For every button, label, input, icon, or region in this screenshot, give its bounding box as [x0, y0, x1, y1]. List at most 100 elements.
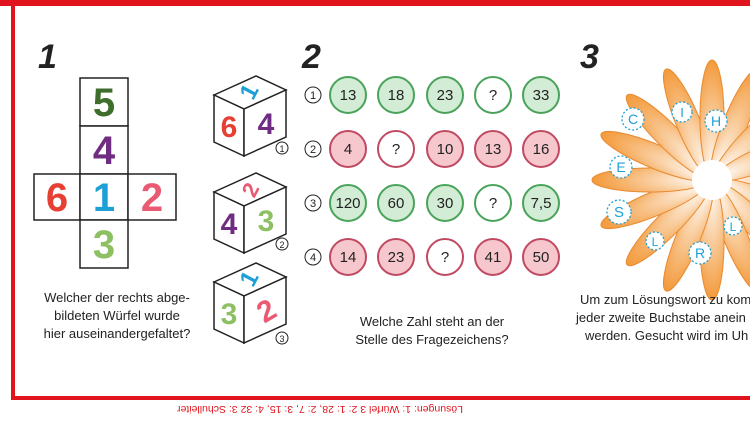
flower-letter: L	[730, 220, 737, 234]
cube-3-right	[243, 275, 287, 345]
sequence-cell-circle	[522, 238, 560, 276]
sequence-cell-value: 18	[388, 87, 405, 104]
sequence-cell-value: 23	[437, 87, 454, 104]
puzzle-2-question-line-2: Stelle des Fragezeichens?	[355, 332, 508, 347]
cube-1-label-circle	[275, 141, 289, 155]
sequence-cell-value: 33	[533, 87, 550, 104]
sequence-cell-value: 14	[340, 249, 357, 266]
sequence-cell-circle	[522, 76, 560, 114]
net-face-right	[127, 173, 177, 221]
net-face-top	[79, 77, 129, 127]
sequence-cell-circle	[474, 130, 512, 168]
sequence-cell-value: 10	[437, 141, 454, 158]
puzzle-1: 1 5 4 6 1 2 3 Welcher der rechts abge- b…	[33, 38, 289, 345]
sequence-cell-value: ?	[441, 249, 449, 266]
sequence-cell-circle	[474, 184, 512, 222]
sequence-cell-circle	[426, 76, 464, 114]
cube-2-left-number: 4	[221, 208, 238, 241]
net-number-top: 5	[93, 81, 115, 125]
flower-letter: S	[614, 204, 624, 221]
sequence-cell-circle	[522, 130, 560, 168]
flower-letter: H	[711, 113, 721, 129]
sequence-cell-circle	[329, 184, 367, 222]
sequence-cell-value: 23	[388, 249, 405, 266]
net-face-upper	[79, 125, 129, 175]
sequence-cell-value: ?	[489, 195, 497, 212]
cube-option-1: 1 6 4 1	[212, 75, 289, 158]
sequence-cell-value: 30	[437, 195, 454, 212]
sequence-row-label: 2	[310, 144, 316, 156]
puzzle-1-question-line-2: bildeten Würfel wurde	[54, 308, 180, 323]
sequence-row-label: 1	[310, 90, 316, 102]
sequence-cell-circle	[377, 184, 415, 222]
letter-bubble	[688, 241, 712, 265]
cube-3-label-circle	[275, 331, 289, 345]
cube-1-right	[243, 88, 287, 158]
sequence-cell-circle	[522, 184, 560, 222]
sequence-cell-value: ?	[489, 87, 497, 104]
cube-2-label: 2	[279, 240, 284, 250]
flower-letter: L	[652, 235, 659, 249]
puzzle-3-question-line-3: werden. Gesucht wird im Uh	[584, 328, 748, 343]
net-face-left	[33, 173, 81, 221]
net-number-bottom: 3	[93, 223, 115, 267]
sequence-cell-circle	[426, 184, 464, 222]
cube-1-left-number: 6	[221, 111, 238, 144]
sequence-cell-circle	[377, 76, 415, 114]
sequence-cell-circle	[329, 238, 367, 276]
cube-3-label: 3	[279, 334, 284, 344]
sequence-row-label: 3	[310, 198, 316, 210]
puzzle-2-number: 2	[301, 38, 321, 76]
cube-1-right-number: 4	[258, 108, 275, 141]
sequence-row-label: 4	[310, 252, 316, 264]
sequence-cell-value: 7,5	[531, 195, 552, 212]
sequence-cell-value: 13	[485, 141, 502, 158]
cube-2-right	[243, 185, 287, 255]
letter-bubble	[723, 216, 743, 236]
letter-bubble	[609, 155, 633, 179]
sequence-cell-circle	[426, 130, 464, 168]
letter-bubble	[704, 109, 728, 133]
letter-bubble	[671, 101, 693, 123]
sequence-cell-value: ?	[392, 141, 400, 158]
letter-bubble	[606, 199, 632, 225]
sequence-cell-circle	[377, 238, 415, 276]
net-number-left: 6	[46, 176, 68, 220]
net-number-right: 2	[141, 176, 163, 220]
puzzle-1-question-line-1: Welcher der rechts abge-	[44, 290, 190, 305]
sequence-cell-value: 120	[335, 195, 360, 212]
sequence-cell-value: 41	[485, 249, 502, 266]
cube-1-label: 1	[279, 144, 284, 154]
cube-option-3: 1 3 2 3	[212, 262, 289, 345]
puzzle-1-number: 1	[38, 38, 57, 76]
puzzle-1-question-line-3: hier auseinandergefaltet?	[44, 326, 191, 341]
net-face-bottom	[79, 219, 129, 269]
cube-2-label-circle	[275, 237, 289, 251]
sequence-cell-circle	[426, 238, 464, 276]
sequence-cell-circle	[474, 238, 512, 276]
sequence-row-label-circle	[304, 86, 322, 104]
sequence-cell-circle	[377, 130, 415, 168]
flower-letter: R	[695, 245, 705, 261]
sequence-row-label-circle	[304, 140, 322, 158]
puzzle-2-question-line-1: Welche Zahl steht an der	[360, 314, 505, 329]
puzzle-3-question-line-2: jeder zweite Buchstabe anein	[575, 310, 746, 325]
sequence-cell-circle	[474, 76, 512, 114]
sequence-row-label-circle	[304, 248, 322, 266]
flower-center	[692, 160, 732, 200]
puzzle-3-question-line-1: Um zum Lösungswort zu kom	[580, 292, 750, 307]
letter-bubble	[621, 107, 645, 131]
sequence-cell-circle	[329, 76, 367, 114]
flower-letter: E	[616, 159, 625, 175]
sequence-cell-value: 13	[340, 87, 357, 104]
puzzle-3-number: 3	[580, 38, 599, 76]
net-number-upper: 4	[93, 129, 116, 173]
cube-2-right-number: 3	[258, 205, 275, 238]
sequence-cell-value: 50	[533, 249, 550, 266]
sequence-cell-circle	[329, 130, 367, 168]
sequence-cell-value: 60	[388, 195, 405, 212]
